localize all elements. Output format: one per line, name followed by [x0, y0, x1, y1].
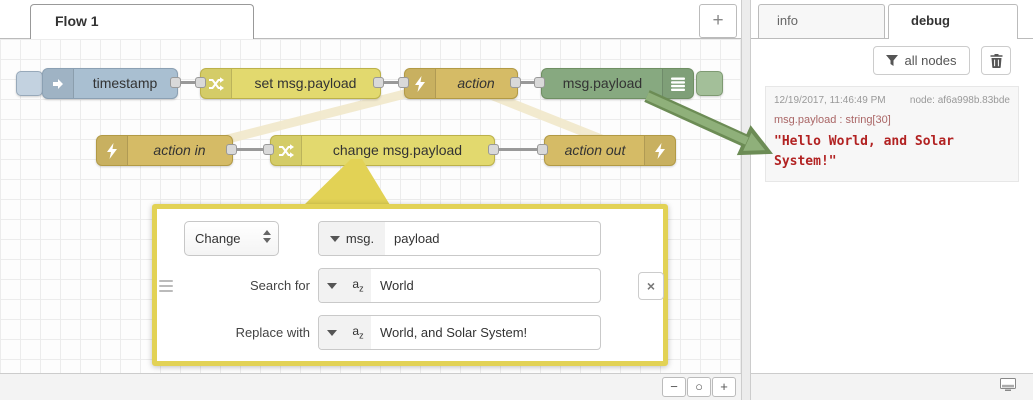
sidebar-splitter[interactable] — [741, 0, 751, 400]
property-value[interactable]: payload — [394, 231, 440, 246]
output-port[interactable] — [373, 77, 384, 88]
tab-debug[interactable]: debug — [888, 4, 1018, 39]
shuffle-icon — [271, 136, 302, 165]
node-label: change msg.payload — [332, 142, 463, 158]
debug-payload-value: "Hello World, and Solar System!" — [774, 134, 955, 169]
wire[interactable] — [232, 148, 267, 151]
input-port[interactable] — [537, 144, 548, 155]
chevron-down-icon — [329, 235, 340, 242]
wire[interactable] — [176, 81, 202, 84]
search-for-label: Search for — [250, 278, 310, 293]
change-rule-editor-popup: Change msg. payload Search for az World … — [152, 204, 668, 366]
zoom-reset-button[interactable]: ○ — [687, 377, 711, 397]
sidebar-footer — [751, 373, 1033, 400]
rule-action-select[interactable]: Change — [184, 221, 279, 256]
chevron-down-icon — [327, 282, 337, 289]
open-window-button[interactable] — [1000, 378, 1016, 392]
replace-typed-input[interactable]: az World, and Solar System! — [318, 315, 601, 350]
trash-icon — [990, 53, 1003, 68]
output-port[interactable] — [510, 77, 521, 88]
lightning-bolt-icon — [405, 69, 436, 98]
rule-drag-handle-icon[interactable] — [159, 280, 173, 295]
wire[interactable] — [494, 148, 542, 151]
info-tab-label: info — [777, 13, 798, 28]
replace-type-button[interactable] — [319, 316, 345, 349]
filter-label: all nodes — [904, 53, 957, 68]
lightning-bolt-icon — [644, 136, 675, 165]
debug-timestamp: 12/19/2017, 11:46:49 PM — [774, 95, 886, 106]
rule-action-value: Change — [195, 231, 241, 246]
replace-value[interactable]: World, and Solar System! — [380, 325, 528, 340]
debug-toggle-button[interactable] — [696, 71, 723, 96]
node-label: action out — [564, 142, 626, 158]
string-type-icon: az — [345, 269, 371, 302]
node-label: action in — [153, 142, 206, 158]
node-debug-payload[interactable]: msg.payload — [541, 68, 694, 99]
output-port[interactable] — [170, 77, 181, 88]
property-prefix: msg. — [345, 231, 375, 246]
replace-with-label: Replace with — [235, 325, 310, 340]
input-port[interactable] — [398, 77, 409, 88]
debug-message[interactable]: 12/19/2017, 11:46:49 PM node: af6a998b.8… — [765, 86, 1019, 182]
zoom-out-button[interactable]: − — [662, 377, 686, 397]
output-port[interactable] — [226, 144, 237, 155]
debug-property[interactable]: msg.payload : string[30] — [774, 114, 891, 126]
input-port[interactable] — [534, 77, 545, 88]
flow-tab-label: Flow 1 — [55, 13, 99, 29]
search-value[interactable]: World — [380, 278, 414, 293]
lightning-bolt-icon — [97, 136, 128, 165]
node-change-payload[interactable]: change msg.payload — [270, 135, 495, 166]
node-action-out[interactable]: action out — [544, 135, 676, 166]
node-label: timestamp — [92, 75, 158, 91]
output-port[interactable] — [488, 144, 499, 155]
node-label: action — [457, 75, 495, 91]
clear-debug-button[interactable] — [981, 46, 1011, 75]
debug-node-id: node: af6a998b.83bde — [909, 95, 1010, 106]
search-type-button[interactable] — [319, 269, 345, 302]
property-type-button[interactable]: msg. — [319, 222, 385, 255]
plus-icon: + — [712, 10, 724, 31]
node-inject-timestamp[interactable]: timestamp — [42, 68, 178, 99]
node-label: set msg.payload — [254, 75, 357, 91]
debug-filter-button[interactable]: all nodes — [873, 46, 970, 75]
delete-rule-button[interactable]: × — [638, 272, 664, 300]
input-port[interactable] — [263, 144, 274, 155]
tab-info[interactable]: info — [758, 4, 885, 38]
circle-icon: ○ — [695, 379, 703, 394]
zoom-in-button[interactable]: + — [712, 377, 736, 397]
debug-list-icon — [662, 69, 693, 98]
string-type-icon: az — [345, 316, 371, 349]
node-label: msg.payload — [562, 75, 643, 91]
select-stepper-icon — [263, 230, 271, 243]
inject-trigger-button[interactable] — [16, 71, 43, 96]
chevron-down-icon — [327, 329, 337, 336]
node-action-in[interactable]: action in — [96, 135, 233, 166]
plus-icon: + — [720, 379, 728, 394]
close-icon: × — [646, 278, 656, 294]
search-typed-input[interactable]: az World — [318, 268, 601, 303]
inject-arrow-icon — [43, 69, 74, 98]
node-action[interactable]: action — [404, 68, 518, 99]
tab-flow-1[interactable]: Flow 1 — [30, 4, 254, 39]
input-port[interactable] — [195, 77, 206, 88]
debug-tab-label: debug — [911, 13, 950, 28]
add-flow-button[interactable]: + — [699, 4, 737, 38]
canvas-footer — [0, 373, 741, 400]
minus-icon: − — [670, 379, 678, 394]
monitor-icon — [1000, 378, 1016, 392]
property-typed-input[interactable]: msg. payload — [318, 221, 601, 256]
filter-funnel-icon — [886, 54, 899, 67]
node-change-set-payload[interactable]: set msg.payload — [200, 68, 381, 99]
